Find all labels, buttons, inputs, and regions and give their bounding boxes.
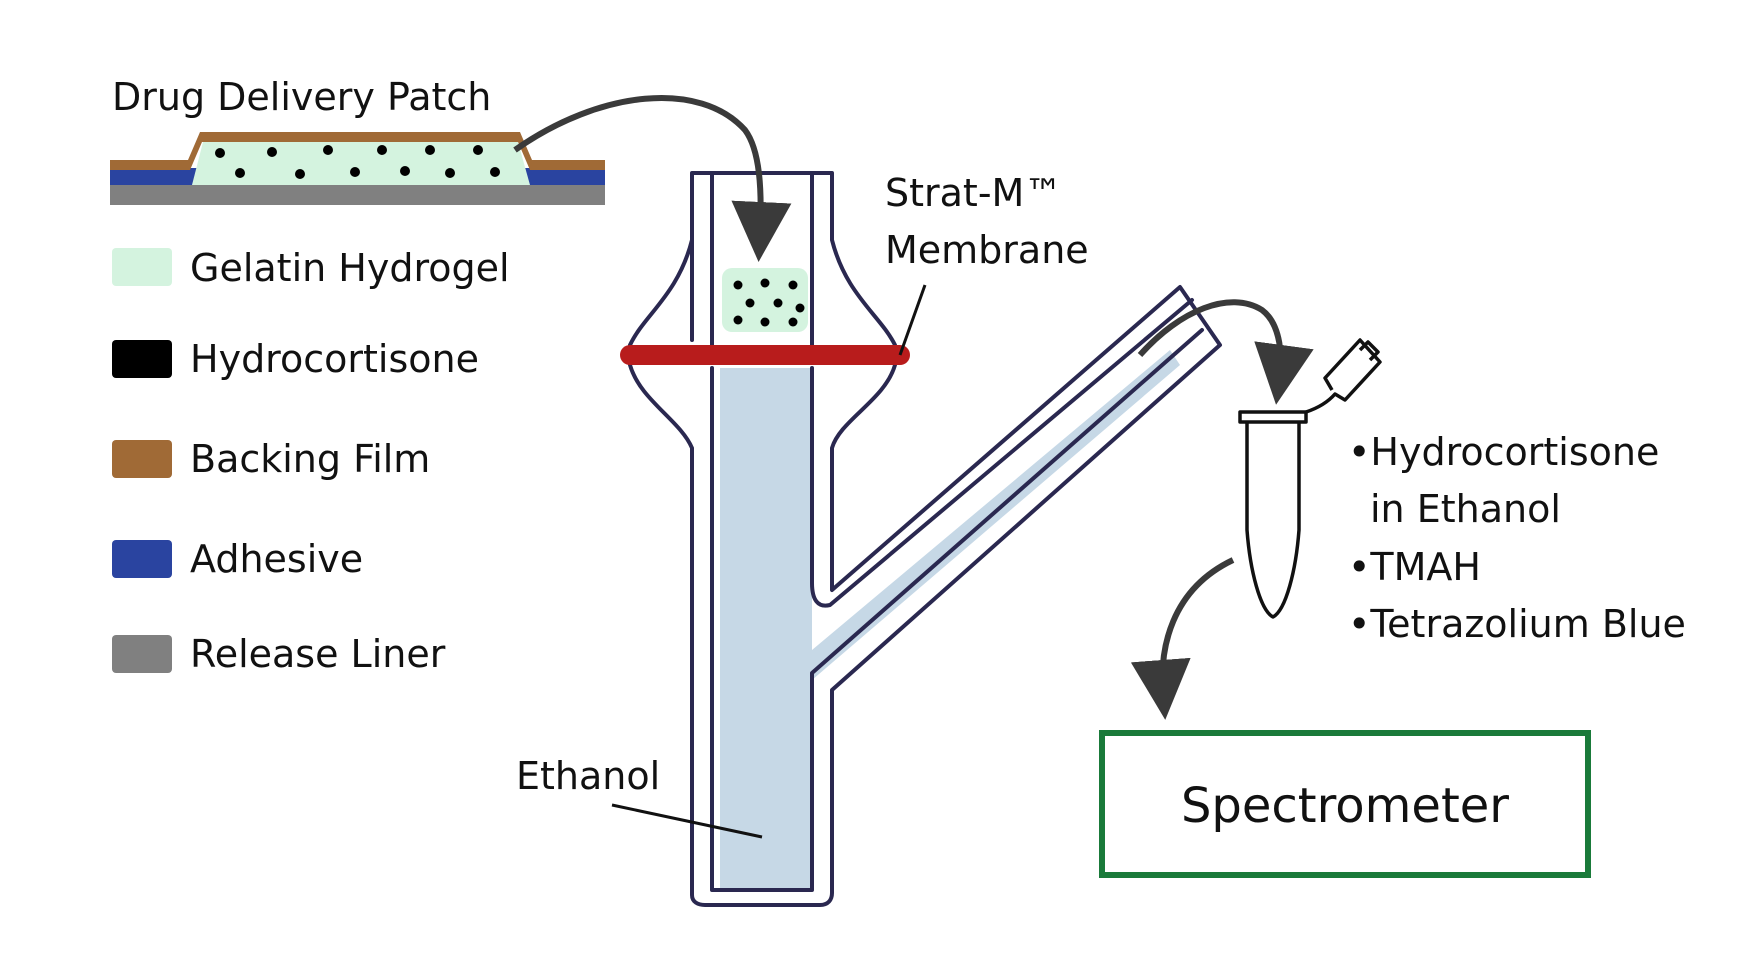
arrow-vial-to-spectrometer — [1130, 557, 1235, 720]
donor-outer-wall-left — [628, 238, 694, 347]
ethanol-leader-line — [611, 803, 763, 839]
donor-outer-wall — [690, 171, 897, 347]
receptor-flange-left — [628, 285, 1222, 907]
legend-label-liner: Release Liner — [190, 632, 446, 676]
vial-contents-item: in Ethanol — [1370, 487, 1561, 531]
ethanol-label: Ethanol — [516, 754, 660, 798]
sample-vial — [1238, 338, 1382, 619]
legend: Gelatin Hydrogel Hydrocortisone Backing … — [112, 246, 510, 676]
vial-lid-hinge — [1305, 338, 1382, 414]
legend-label-hydrocortisone: Hydrocortisone — [190, 337, 479, 381]
patch-backing-film — [110, 132, 605, 170]
patch-release-liner — [110, 185, 605, 205]
membrane-leader-line — [898, 284, 927, 356]
donor-hydrocortisone-dots — [733, 278, 805, 327]
arrow-cell-to-vial — [1137, 299, 1314, 405]
legend-swatch-backing — [112, 440, 172, 478]
legend-swatch-gelatin — [112, 248, 172, 286]
sampling-arm-inner — [810, 298, 1194, 608]
diffusion-cell — [620, 171, 1222, 907]
vial-cap-rim — [1238, 410, 1308, 424]
legend-label-adhesive: Adhesive — [190, 537, 363, 581]
legend-label-backing: Backing Film — [190, 437, 430, 481]
ethanol-fill — [720, 350, 1180, 890]
legend-label-gelatin: Gelatin Hydrogel — [190, 246, 510, 290]
spectrometer-label: Spectrometer — [1181, 778, 1509, 834]
legend-swatch-adhesive — [112, 540, 172, 578]
membrane-label-line2: Membrane — [885, 228, 1089, 272]
arrow-patch-to-cell — [513, 95, 792, 262]
legend-swatch-liner — [112, 635, 172, 673]
spectrometer-box — [1099, 730, 1591, 878]
membrane-label-line1: Strat-M™ — [885, 171, 1062, 215]
vial-contents: •Hydrocortisone in Ethanol •TMAH •Tetraz… — [1348, 430, 1686, 646]
vial-contents-item: •TMAH — [1348, 545, 1481, 589]
donor-inner-wall — [710, 171, 814, 347]
vial-contents-item: •Hydrocortisone — [1348, 430, 1659, 474]
legend-swatch-hydrocortisone — [112, 340, 172, 378]
vial-lid-tab — [1358, 340, 1380, 362]
donor-hydrogel-sample — [722, 268, 808, 332]
vial-body — [1245, 422, 1301, 619]
patch-title: Drug Delivery Patch — [112, 75, 491, 119]
vial-contents-item: •Tetrazolium Blue — [1348, 602, 1686, 646]
patch-hydrocortisone-dots — [215, 145, 500, 179]
patch-diagram — [110, 132, 605, 205]
receptor-inner-wall — [710, 328, 1204, 892]
